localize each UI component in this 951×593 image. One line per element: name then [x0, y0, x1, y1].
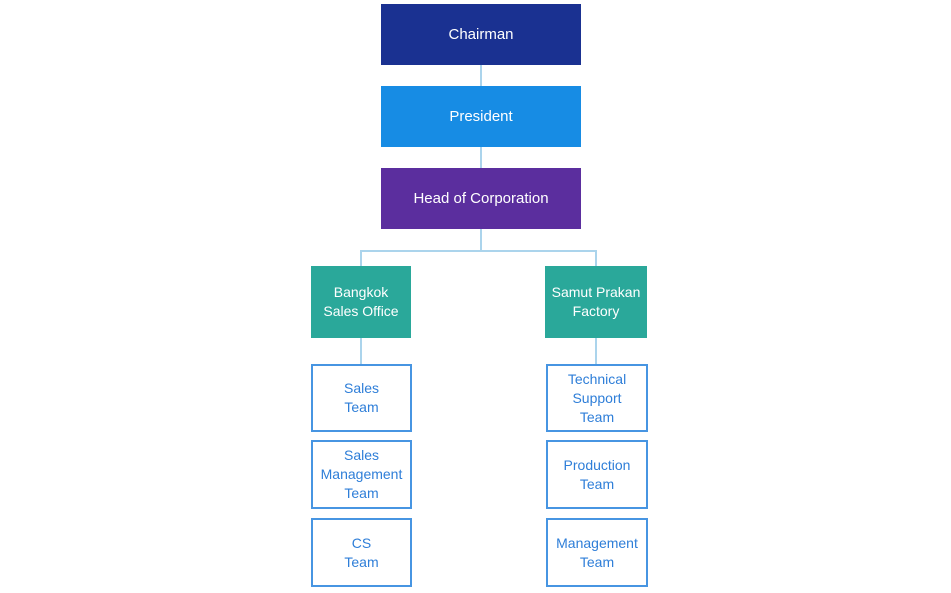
org-node-production-team: Production Team [546, 440, 648, 509]
connector-bangkok-sales-team [360, 338, 362, 364]
org-node-head-of-corporation-label: Head of Corporation [413, 190, 549, 207]
connector-drop-bangkok [360, 250, 362, 266]
org-node-sales-management-team: Sales Management Team [311, 440, 412, 509]
org-node-management-team: Management Team [546, 518, 648, 587]
org-node-samut-prakan-factory-label: Samut Prakan Factory [551, 284, 641, 319]
connector-samut-technical-team [595, 338, 597, 364]
org-node-chairman-label: Chairman [448, 26, 514, 43]
org-node-president-label: President [449, 108, 513, 125]
org-node-technical-support-team-label: Technical Support Team [567, 370, 627, 425]
connector-chairman-president [480, 65, 482, 86]
org-node-production-team-label: Production Team [563, 456, 631, 492]
org-node-head-of-corporation: Head of Corporation [381, 168, 581, 229]
org-node-samut-prakan-factory: Samut Prakan Factory [545, 266, 647, 338]
org-node-sales-team: Sales Team [311, 364, 412, 432]
org-node-president: President [381, 86, 581, 147]
org-node-sales-management-team-label: Sales Management Team [320, 447, 403, 501]
org-node-management-team-label: Management Team [556, 534, 638, 570]
connector-head-branches-stem [480, 229, 482, 251]
org-node-technical-support-team: Technical Support Team [546, 364, 648, 432]
connector-drop-samut-prakan [595, 250, 597, 266]
org-node-bangkok-sales-office-label: Bangkok Sales Office [323, 284, 399, 319]
org-node-bangkok-sales-office: Bangkok Sales Office [311, 266, 411, 338]
org-node-sales-team-label: Sales Team [343, 380, 380, 415]
org-node-chairman: Chairman [381, 4, 581, 65]
org-node-cs-team-label: CS Team [344, 534, 379, 570]
org-node-cs-team: CS Team [311, 518, 412, 587]
connector-president-head [480, 147, 482, 168]
connector-branches-horizontal [360, 250, 597, 252]
